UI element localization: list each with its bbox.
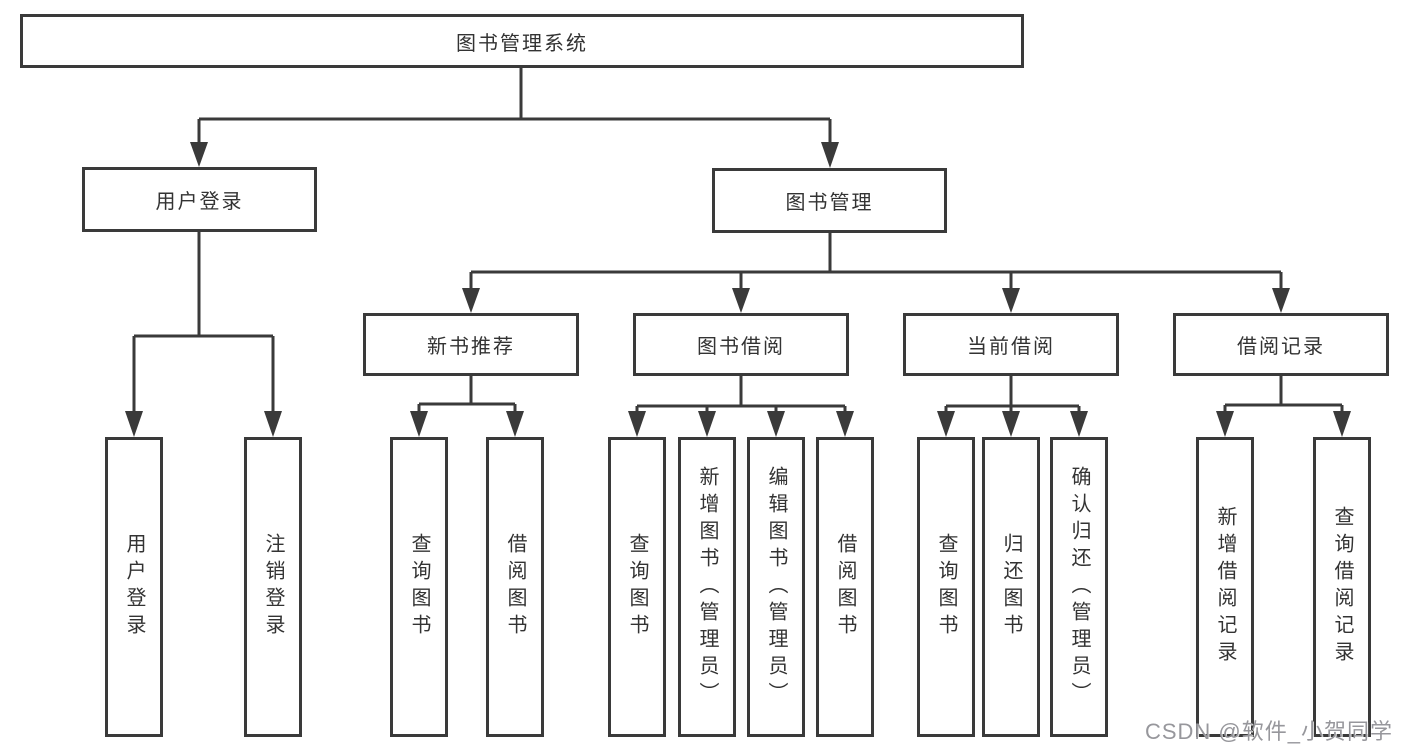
node-label: 查询图书 bbox=[408, 533, 430, 641]
node-borrowing-records: 借阅记录 bbox=[1173, 313, 1389, 376]
leaf-query-books-recommend: 查询图书 bbox=[390, 437, 448, 737]
arrowhead-icon bbox=[821, 142, 839, 168]
node-label: 图书管理系统 bbox=[456, 32, 588, 55]
node-book-management: 图书管理 bbox=[712, 168, 947, 233]
leaf-add-borrow-record: 新增借阅记录 bbox=[1196, 437, 1254, 737]
edge-borrow-to-children bbox=[635, 376, 847, 412]
node-label: 用户登录 bbox=[155, 191, 244, 213]
csdn-watermark: CSDN @软件_小贺同学 bbox=[1144, 719, 1393, 744]
arrowhead-icon bbox=[506, 411, 524, 437]
arrowheads bbox=[125, 142, 1351, 437]
leaf-borrow-books: 借阅图书 bbox=[816, 437, 874, 737]
node-label: 当前借阅 bbox=[967, 336, 1055, 358]
edge-root-to-level1 bbox=[197, 68, 832, 144]
arrowhead-icon bbox=[125, 411, 143, 437]
arrowhead-icon bbox=[462, 288, 480, 313]
arrowhead-icon bbox=[1333, 411, 1351, 437]
node-label: 查询图书 bbox=[935, 533, 957, 641]
node-book-borrowing: 图书借阅 bbox=[633, 313, 849, 376]
arrowhead-icon bbox=[1002, 288, 1020, 313]
leaf-query-books-current: 查询图书 bbox=[917, 437, 975, 737]
node-label: 新书推荐 bbox=[427, 336, 515, 358]
leaf-borrow-books-recommend: 借阅图书 bbox=[486, 437, 544, 737]
node-label: 借阅图书 bbox=[834, 533, 856, 641]
node-label: 查询借阅记录 bbox=[1331, 506, 1353, 668]
node-user-login: 用户登录 bbox=[82, 167, 317, 232]
arrowhead-icon bbox=[698, 411, 716, 437]
arrowhead-icon bbox=[836, 411, 854, 437]
leaf-add-books-admin: 新增图书（管理员） bbox=[678, 437, 736, 737]
node-label: 图书管理 bbox=[785, 192, 874, 214]
leaf-logout: 注销登录 bbox=[244, 437, 302, 737]
arrowhead-icon bbox=[264, 411, 282, 437]
node-label: 确认归还（管理员） bbox=[1068, 465, 1090, 709]
arrowhead-icon bbox=[767, 411, 785, 437]
node-label: 归还图书 bbox=[1000, 533, 1022, 641]
arrowhead-icon bbox=[190, 142, 208, 167]
node-label: 注销登录 bbox=[262, 533, 284, 641]
node-label: 编辑图书（管理员） bbox=[765, 465, 787, 709]
leaf-edit-books-admin: 编辑图书（管理员） bbox=[747, 437, 805, 737]
edge-recommend-to-children bbox=[417, 376, 517, 412]
node-label: 查询图书 bbox=[626, 533, 648, 641]
leaf-confirm-return-admin: 确认归还（管理员） bbox=[1050, 437, 1108, 737]
arrowhead-icon bbox=[937, 411, 955, 437]
leaf-user-login: 用户登录 bbox=[105, 437, 163, 737]
arrowhead-icon bbox=[628, 411, 646, 437]
arrowhead-icon bbox=[732, 288, 750, 313]
node-new-book-recommendation: 新书推荐 bbox=[363, 313, 579, 376]
edge-current-to-children bbox=[944, 376, 1081, 412]
leaf-query-borrow-record: 查询借阅记录 bbox=[1313, 437, 1371, 737]
node-label: 新增图书（管理员） bbox=[696, 465, 718, 709]
node-label: 用户登录 bbox=[123, 533, 145, 641]
node-current-borrowing: 当前借阅 bbox=[903, 313, 1119, 376]
node-library-system: 图书管理系统 bbox=[20, 14, 1024, 68]
edge-records-to-children bbox=[1223, 376, 1344, 412]
arrowhead-icon bbox=[410, 411, 428, 437]
node-label: 借阅记录 bbox=[1237, 336, 1325, 358]
node-label: 新增借阅记录 bbox=[1214, 506, 1236, 668]
leaf-query-books-borrow: 查询图书 bbox=[608, 437, 666, 737]
arrowhead-icon bbox=[1216, 411, 1234, 437]
arrowhead-icon bbox=[1002, 411, 1020, 437]
node-label: 借阅图书 bbox=[504, 533, 526, 641]
arrowhead-icon bbox=[1272, 288, 1290, 313]
leaf-return-books: 归还图书 bbox=[982, 437, 1040, 737]
connector-lines bbox=[132, 68, 1344, 412]
node-label: 图书借阅 bbox=[697, 336, 785, 358]
arrowhead-icon bbox=[1070, 411, 1088, 437]
edge-management-to-level2 bbox=[469, 233, 1283, 289]
edge-login-to-children bbox=[132, 232, 275, 412]
